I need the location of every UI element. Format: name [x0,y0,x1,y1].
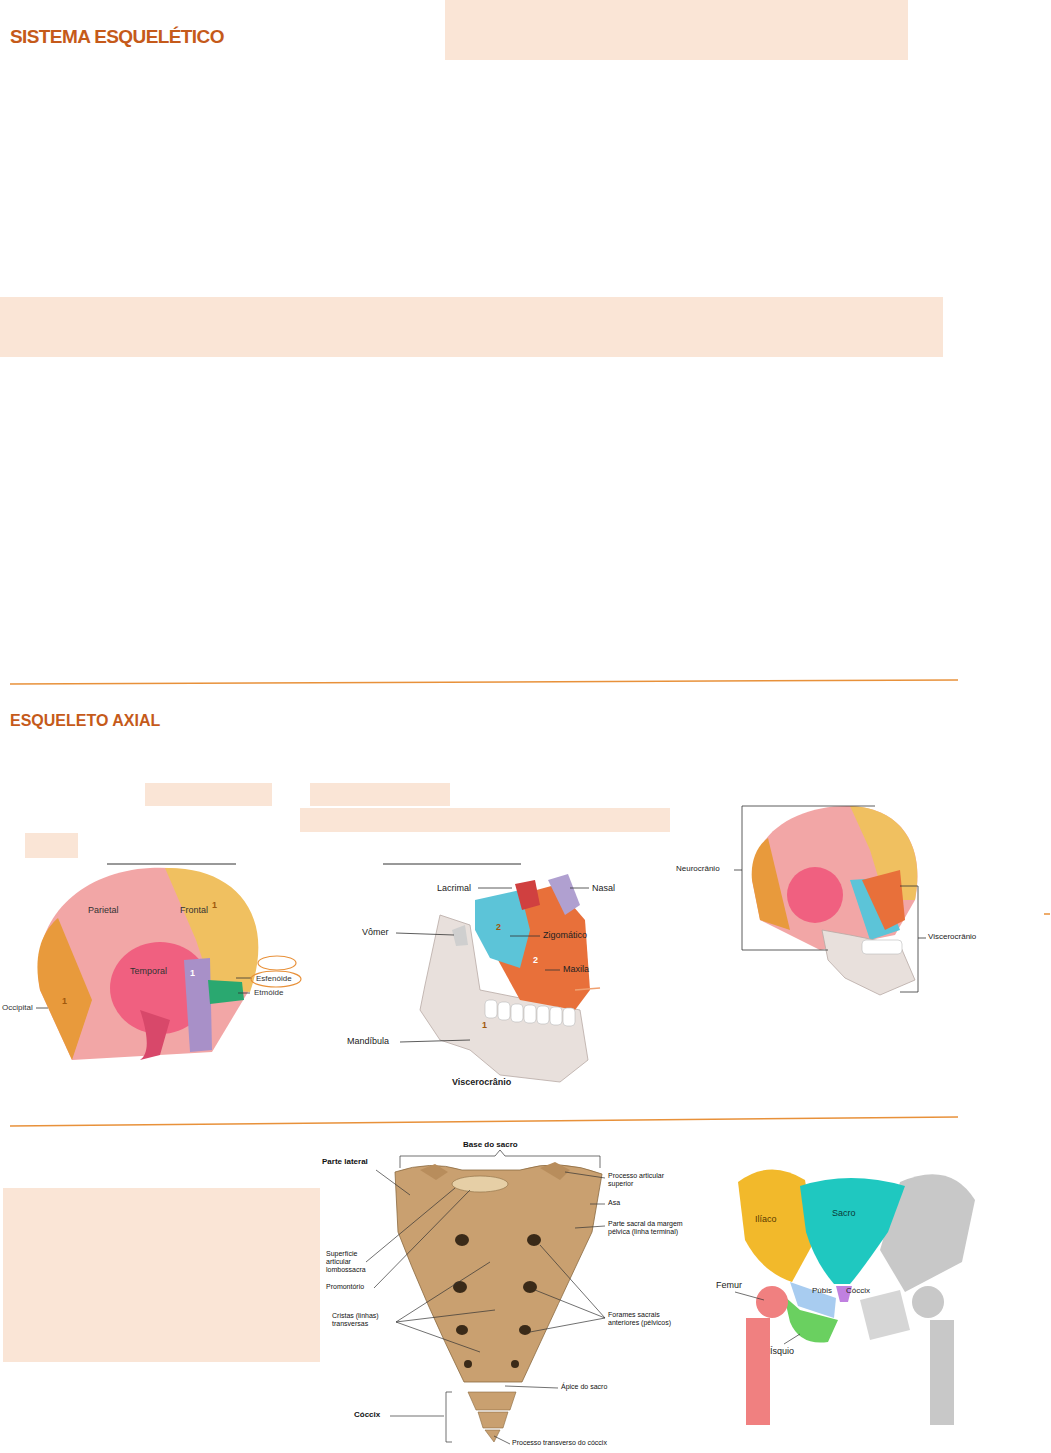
part-label: Forames sacrais anteriores (pélvicos) [608,1311,688,1327]
section-heading: ESQUELETO AXIAL [10,712,160,730]
part-label: Asa [608,1199,620,1207]
skull-figure [734,806,926,995]
region-label: Viscerocrânio [928,932,976,941]
region-label: Viscerocrânio [452,1077,511,1087]
part-label: Parte lateral [322,1157,368,1166]
part-label: Cóccix [354,1410,380,1419]
pelvis-figure [735,1169,975,1425]
part-label: Base do sacro [463,1140,518,1149]
callout-number: 2 [496,922,501,932]
bone-label: Etmóide [254,988,283,997]
part-label: Ápice do sacro [561,1383,607,1391]
bone-label: Púbis [812,1286,832,1295]
bone-label: Esfenóide [256,974,292,983]
callout-number: 1 [482,1020,487,1030]
part-label: Parte sacral da margem pélvica (linha te… [608,1220,698,1236]
bone-label: Occipital [2,1003,33,1012]
bone-label: Mandíbula [347,1036,389,1046]
callout-number: 2 [533,955,538,965]
sacrum-figure [366,1150,605,1444]
neurocranium-figure [36,868,301,1060]
region-label: Neurocrânio [676,864,720,873]
page-title: SISTEMA ESQUELÉTICO [10,26,224,48]
divider-lines [10,680,1050,1126]
bone-label: Frontal [180,905,208,915]
underlines [107,864,521,865]
bone-label: Maxila [563,964,589,974]
part-label: Superfície articular lombossacra [326,1250,368,1274]
callout-number: 1 [212,900,217,910]
part-label: Promontório [326,1283,364,1291]
bone-label: Ísquio [770,1346,794,1356]
part-label: Processo articular superior [608,1172,688,1188]
bone-label: Cóccix [846,1286,870,1295]
bone-label: Ilíaco [755,1214,777,1224]
bone-label: Vômer [362,927,389,937]
bone-label: Lacrimal [437,883,471,893]
bone-label: Nasal [592,883,615,893]
bone-label: Femur [716,1280,742,1290]
bone-label: Temporal [130,966,167,976]
bone-label: Parietal [88,905,119,915]
bone-label: Sacro [832,1208,856,1218]
part-label: Processo transverso do cóccix [512,1439,607,1447]
viscerocranium-figure [396,874,600,1082]
callout-number: 1 [62,996,67,1006]
bone-label: Zigomático [543,930,587,940]
callout-number: 1 [190,968,195,978]
part-label: Cristas (linhas) transversas [332,1312,394,1328]
